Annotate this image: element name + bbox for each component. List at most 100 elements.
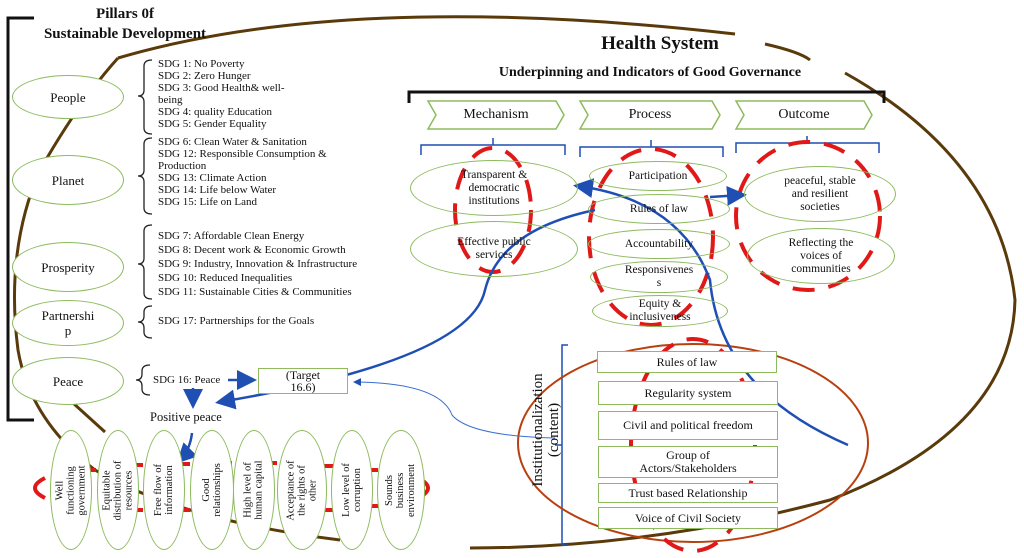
sdg-item: SDG 16: Peace <box>153 374 221 386</box>
pillar-label-line: Sounds <box>384 474 396 506</box>
target-line1: (Target <box>285 368 321 382</box>
positive-peace-label: Positive peace <box>150 410 222 424</box>
column-chevrons <box>426 100 873 130</box>
oval-line: Effective public <box>457 236 531 248</box>
process-item: Participation <box>589 161 727 191</box>
process-item: Responsivenes s <box>590 261 728 293</box>
oval-line: communities <box>791 262 851 275</box>
inst-item: Trust based Relationship <box>598 483 778 503</box>
column-label: Outcome <box>778 107 830 122</box>
inst-item: Regularity system <box>598 381 778 405</box>
sdg-item: SDG 9: Industry, Innovation & Infrastruc… <box>158 258 358 270</box>
box-line: Trust based Relationship <box>628 485 748 500</box>
pillar-label-line: Well <box>54 480 66 500</box>
pillar-label-line: distribution of <box>112 460 124 520</box>
box-line: Actors/Stakeholders <box>639 461 737 475</box>
sdg-item: SDG 14: Life below Water <box>158 184 277 196</box>
sdg-item: SDG 7: Affordable Clean Energy <box>158 230 305 242</box>
pillar-label-line: government <box>76 464 88 516</box>
target-line2: 16.6) <box>290 380 316 394</box>
pillar-label-line: business <box>395 472 407 508</box>
column-label: Process <box>628 107 672 122</box>
inst-label-line2: (content) <box>546 402 562 458</box>
pillar-label-line2: p <box>64 323 72 338</box>
inst-item: Group of Actors/Stakeholders <box>598 446 778 478</box>
pillars-title-line2: Sustainable Development <box>43 26 207 42</box>
oval-line: democratic <box>468 181 520 194</box>
sdg-item: SDG 3: Good Health& well- <box>158 82 285 94</box>
pillars-bracket <box>6 16 34 422</box>
inst-label-line1: Institutionalization <box>530 373 546 487</box>
pillar-label-line: information <box>164 465 175 515</box>
sdg-item: SDG 15: Life on Land <box>158 196 257 208</box>
pillar-label-line: other <box>307 479 319 501</box>
pillars-title: Pillars 0f Sustainable Development <box>40 4 210 44</box>
health-system-subtitle: Underpinning and Indicators of Good Gove… <box>498 65 802 80</box>
process-item: Rules of law <box>588 194 730 224</box>
health-system-title: Health System <box>601 33 719 54</box>
sdg-item: SDG 4: quality Education <box>158 106 272 118</box>
oval-line: Equity & <box>638 298 682 310</box>
sdg-item: SDG 8: Decent work & Economic Growth <box>158 244 346 256</box>
sdg-item: being <box>158 94 183 106</box>
pillars-title-line1: Pillars 0f <box>96 6 154 22</box>
pillar-label-line: functioning <box>65 465 77 515</box>
sdg-list-partnership: SDG 17: Partnerships for the Goals <box>158 315 314 327</box>
box-line: Civil and political freedom <box>623 418 753 432</box>
oval-line: institutions <box>468 194 520 207</box>
sdg-item: SDG 6: Clean Water & Sanitation <box>158 136 307 148</box>
sdg-item: SDG 2: Zero Hunger <box>158 70 251 82</box>
pillar-label-line: human capital <box>254 460 265 520</box>
oval-line: s <box>656 277 662 289</box>
pillar-label-line: environment <box>406 463 418 517</box>
inst-item: Rules of law <box>597 351 777 373</box>
pillar-label: Peace <box>52 373 84 389</box>
sdg-item: SDG 5: Gender Equality <box>158 118 267 130</box>
pillar-label: People <box>50 89 86 105</box>
pillar-label-line: Acceptance of <box>285 459 297 521</box>
box-line: Voice of Civil Society <box>634 510 742 525</box>
oval-line: Reflecting the <box>788 236 854 249</box>
pillar-label-line: High level of <box>243 462 254 518</box>
sdg-item: SDG 12: Responsible Consumption & <box>158 148 327 160</box>
sdg-item: SDG 11: Sustainable Cities & Communities <box>158 286 352 298</box>
column-outcome: Outcome <box>736 101 872 129</box>
oval-line: and resilient <box>791 187 849 200</box>
pillar-label-line: the rights of <box>296 464 308 516</box>
pillar-label-line: Free flow of <box>153 464 164 516</box>
institution-ellipse <box>517 343 869 543</box>
pillar-label-line: Good <box>201 478 213 502</box>
pillar-label-line: resources <box>123 470 135 510</box>
sdg-item: SDG 10: Reduced Inequalities <box>158 272 293 284</box>
oval-line: voices of <box>800 249 842 262</box>
target-box: (Target 16.6) <box>258 368 348 394</box>
mechanism-item: Transparent & democratic institutions <box>410 160 578 216</box>
pillar-label-line1: Partnershi <box>41 308 95 323</box>
sdg-list-peace: SDG 16: Peace <box>153 374 220 386</box>
box-line: Regularity system <box>644 385 732 400</box>
sdg-item: SDG 17: Partnerships for the Goals <box>158 315 315 327</box>
pillar-planet: Planet <box>12 155 124 205</box>
mechanism-item: Effective public services <box>410 221 578 277</box>
oval-line: Transparent & <box>460 168 528 181</box>
oval-line: inclusiveness <box>629 311 691 323</box>
pillar-peace: Peace <box>12 357 124 405</box>
column-brackets <box>420 136 880 546</box>
pillar-label: Planet <box>51 172 85 188</box>
pillar-label: Prosperity <box>41 259 95 275</box>
pillar-label-line: relationships <box>212 463 224 517</box>
pillar-prosperity: Prosperity <box>12 242 124 292</box>
column-label: Mechanism <box>463 107 529 122</box>
process-item: Equity & inclusiveness <box>592 295 728 327</box>
